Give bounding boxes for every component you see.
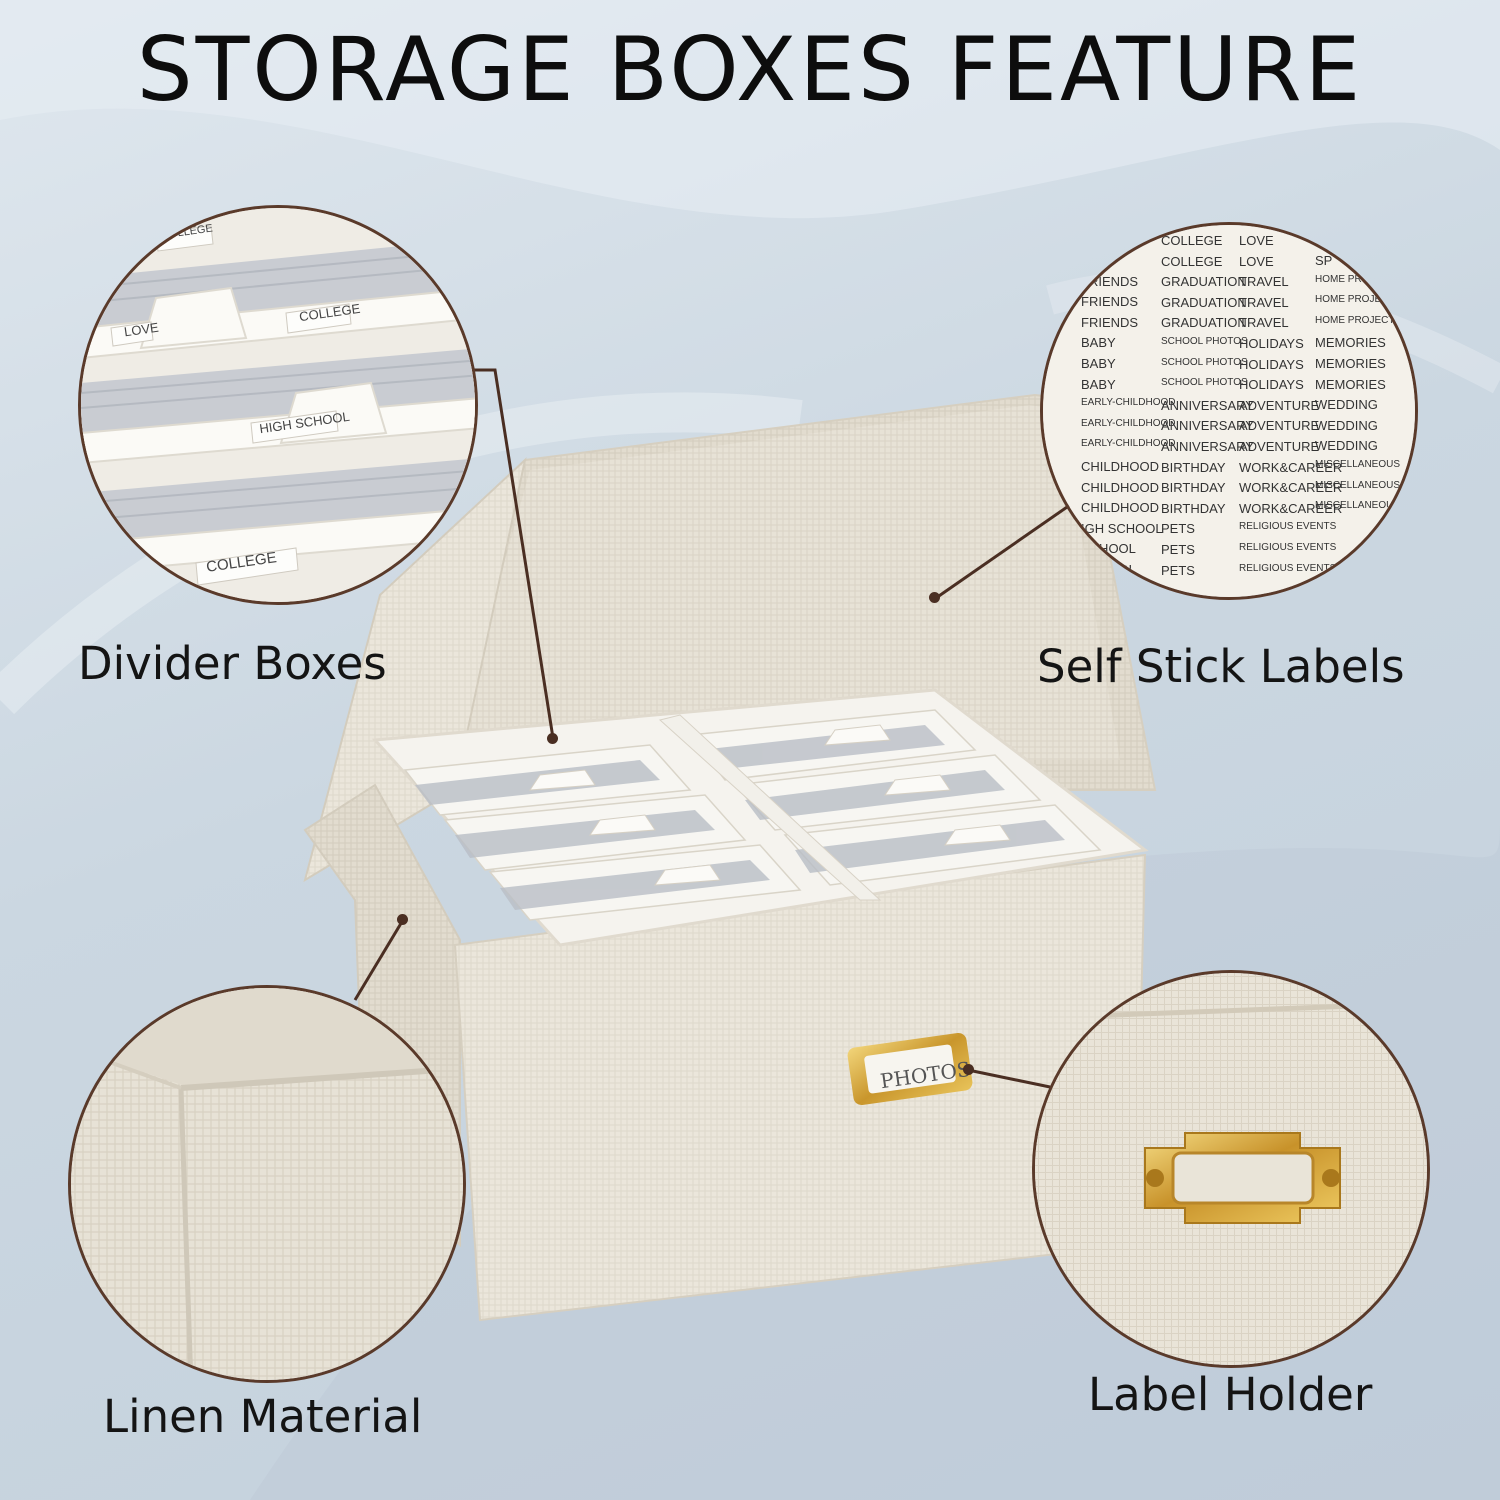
sticker-label: WEDDING bbox=[1315, 397, 1378, 413]
sticker-label: MISCELLANEOUS bbox=[1315, 500, 1401, 512]
sticker-label: BIRTHDAY bbox=[1161, 500, 1226, 516]
sticker-label: BIRTHDAY bbox=[1161, 480, 1226, 496]
sticker-label: FRIENDS bbox=[1081, 273, 1139, 289]
sticker-label: BIRTHDAY bbox=[1161, 459, 1226, 475]
sticker-label: SP bbox=[1315, 253, 1333, 268]
sticker-label: HOLIDAYS bbox=[1239, 356, 1304, 372]
sticker-label: LOVE bbox=[1239, 233, 1274, 248]
sticker-label: RELIGIOUS EVENTS bbox=[1239, 542, 1337, 553]
callout-dot-labels bbox=[929, 592, 940, 603]
sticker-label: SCHOOL bbox=[1081, 541, 1136, 557]
sticker-label: CHILDHOOD bbox=[1081, 500, 1160, 516]
labels-detail-circle: MILY FRIENDS FRIENDS FRIENDS BABY BABY BABY EAR… bbox=[1040, 222, 1418, 600]
sticker-label: HOME PROJECTS bbox=[1315, 294, 1402, 306]
sticker-label: HOLIDAYS bbox=[1239, 377, 1304, 393]
sticker-label: BABY bbox=[1081, 335, 1116, 351]
sticker-label: PETS bbox=[1161, 521, 1195, 537]
callout-dot-holder bbox=[963, 1064, 974, 1075]
sticker-label: MEMORIES bbox=[1315, 335, 1386, 351]
sticker-label: COLLEGE bbox=[1161, 253, 1223, 269]
sticker-label: WEDDING bbox=[1315, 438, 1378, 454]
sticker-label: EARLY-CHILDHOOD bbox=[1081, 417, 1176, 429]
holder-detail-circle bbox=[1032, 970, 1430, 1368]
sticker-label: EARLY-CHILDHOOD bbox=[1081, 397, 1176, 409]
divider-detail-circle: COLLEGE LOVE COLLEGE HIGH SCHOOL COLLEGE bbox=[78, 205, 478, 605]
sticker-label: WORK&CAREER bbox=[1239, 459, 1343, 475]
sticker-label: SCHOOL PHOTOS bbox=[1161, 377, 1248, 389]
callout-dot-divider bbox=[547, 733, 558, 744]
callout-dot-linen bbox=[397, 914, 408, 925]
sticker-label: MISCELLANEOUS bbox=[1315, 459, 1401, 470]
sticker-label: HOME PROJECTS bbox=[1315, 314, 1402, 326]
feature-label-divider-boxes: Divider Boxes bbox=[78, 637, 387, 690]
sticker-label: BABY bbox=[1081, 376, 1116, 392]
sticker-label: ADVENTURE bbox=[1239, 397, 1320, 413]
sticker-label: SCHOOL bbox=[1081, 562, 1136, 577]
sticker-label: MEMORIES bbox=[1315, 356, 1386, 371]
sticker-label: ADVENTURE bbox=[1239, 418, 1320, 434]
sticker-label: RELIGIOUS EVENTS bbox=[1239, 562, 1337, 574]
sticker-label: EARLY-CHILDHOOD bbox=[1081, 438, 1176, 450]
sticker-label: MISCELLANEOUS bbox=[1315, 479, 1401, 491]
sticker-label: COLLEGE bbox=[1161, 233, 1223, 248]
sticker-label: SCHOOL PHOTOS bbox=[1161, 356, 1248, 368]
sticker-label: MEMORIES bbox=[1315, 376, 1386, 392]
sticker-label: ANNIVERSARY bbox=[1161, 397, 1254, 413]
sticker-label: CHILDHOOD bbox=[1081, 459, 1160, 474]
sticker-label: WEDDING bbox=[1315, 417, 1378, 433]
sticker-label: IGH SCHOOL bbox=[1081, 520, 1163, 536]
sticker-label: GRADUATION bbox=[1161, 274, 1247, 290]
sticker-label: SCHOOL PHOTOS bbox=[1161, 336, 1248, 347]
sticker-label: TRAVEL bbox=[1239, 274, 1289, 290]
sticker-label: FRIENDS bbox=[1081, 294, 1139, 310]
sticker-label: LOVE bbox=[1239, 253, 1274, 269]
sticker-label: GRADUATION bbox=[1161, 294, 1247, 310]
sticker-label: WORK&CAREER bbox=[1239, 480, 1343, 496]
sticker-label: ANNIVERSARY bbox=[1161, 439, 1254, 454]
feature-label-holder: Label Holder bbox=[1088, 1368, 1373, 1421]
sticker-label: PETS bbox=[1161, 542, 1195, 557]
sticker-label: GRADUATION bbox=[1161, 315, 1247, 331]
sticker-label: WORK&CAREER bbox=[1239, 500, 1343, 516]
sticker-label: CHILDHOOD bbox=[1081, 479, 1160, 495]
sticker-label: TRAVEL bbox=[1239, 315, 1289, 331]
linen-detail-circle bbox=[68, 985, 466, 1383]
sticker-label: ANNIVERSARY bbox=[1161, 418, 1254, 434]
sticker-label: HOLIDAYS bbox=[1239, 336, 1304, 351]
sticker-label: TRAVEL bbox=[1239, 294, 1289, 310]
sticker-label: ADVENTURE bbox=[1239, 439, 1320, 454]
sticker-label: FRIENDS bbox=[1081, 314, 1139, 330]
feature-label-linen: Linen Material bbox=[103, 1390, 423, 1443]
sticker-label: BABY bbox=[1081, 356, 1116, 371]
page-title: STORAGE BOXES FEATURE bbox=[136, 18, 1364, 121]
sticker-label: MILY bbox=[1081, 253, 1111, 268]
feature-label-self-stick: Self Stick Labels bbox=[1037, 640, 1405, 693]
sticker-label: PETS bbox=[1161, 562, 1195, 578]
sticker-label: RELIGIOUS EVENTS bbox=[1239, 521, 1337, 533]
sticker-label: HOME PROJECTS bbox=[1315, 273, 1402, 285]
